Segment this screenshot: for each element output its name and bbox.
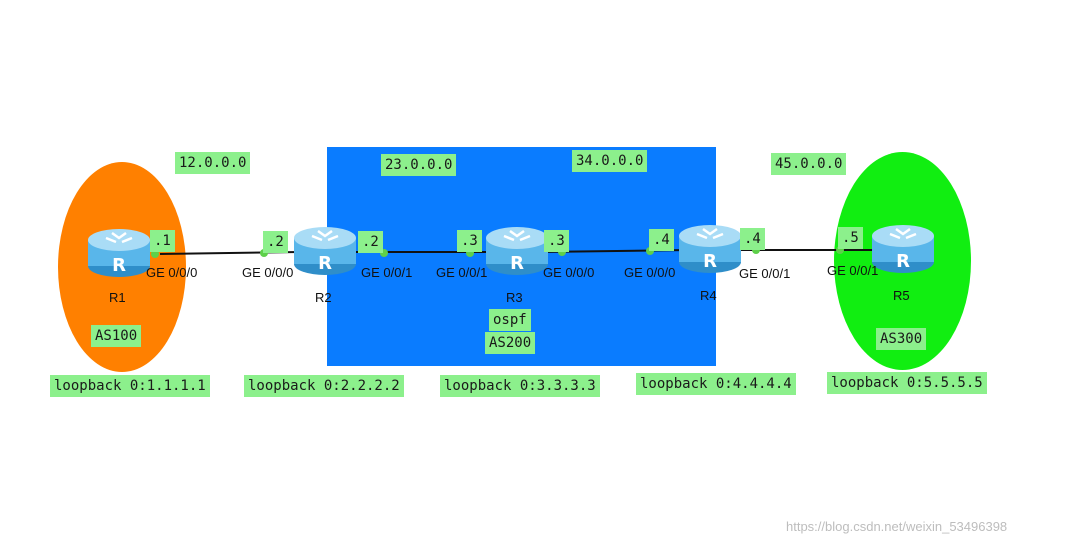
loopback-label-r1: loopback 0:1.1.1.1 [50, 375, 210, 397]
port-ip-r5-p1: .5 [838, 227, 863, 249]
port-dot [646, 247, 654, 255]
loopback-label-r2: loopback 0:2.2.2.2 [244, 375, 404, 397]
as100-label: AS100 [91, 325, 142, 347]
port-dot [836, 246, 844, 254]
port-ip-r3-p1: .3 [457, 230, 482, 252]
svg-text:R: R [703, 251, 717, 272]
loopback-label-r4: loopback 0:4.4.4.4 [636, 373, 796, 395]
port-iface-r3-p1: GE 0/0/1 [436, 265, 488, 280]
port-iface-r2-p2: GE 0/0/1 [361, 265, 413, 280]
port-ip-r1-p1: .1 [150, 230, 175, 252]
router-icon[interactable]: R [86, 224, 152, 280]
port-iface-r4-p2: GE 0/0/1 [739, 266, 791, 281]
port-iface-r3-p2: GE 0/0/0 [543, 265, 595, 280]
network-label-23: 23.0.0.0 [381, 154, 457, 176]
port-dot [752, 246, 760, 254]
port-dot [558, 248, 566, 256]
watermark: https://blog.csdn.net/weixin_53496398 [786, 519, 1008, 534]
port-dot [260, 249, 268, 257]
svg-text:R: R [896, 251, 910, 272]
as200-label: AS200 [485, 332, 536, 354]
loopback-label-r3: loopback 0:3.3.3.3 [440, 375, 600, 397]
router-name-r1: R1 [109, 290, 126, 305]
svg-text:R: R [318, 253, 332, 274]
router-name-r5: R5 [893, 288, 910, 303]
svg-text:R: R [510, 253, 524, 274]
port-dot [380, 249, 388, 257]
as300-label: AS300 [876, 328, 927, 350]
router-icon[interactable]: R [484, 222, 550, 278]
network-label-34: 34.0.0.0 [572, 150, 648, 172]
port-iface-r5-p1: GE 0/0/1 [827, 263, 879, 278]
router-name-r2: R2 [315, 290, 332, 305]
port-ip-r2-p1: .2 [263, 231, 288, 253]
port-ip-r4-p1: .4 [649, 229, 674, 251]
port-iface-r4-p1: GE 0/0/0 [624, 265, 676, 280]
loopback-label-r5: loopback 0:5.5.5.5 [827, 372, 987, 394]
port-dot [151, 250, 159, 258]
port-dot [466, 249, 474, 257]
port-ip-r3-p2: .3 [544, 230, 569, 252]
ospf-label: ospf [489, 309, 531, 331]
port-ip-r2-p2: .2 [358, 231, 383, 253]
router-icon[interactable]: R [292, 222, 358, 278]
port-ip-r4-p2: .4 [740, 228, 765, 250]
network-label-45: 45.0.0.0 [771, 153, 847, 175]
router-icon[interactable]: R [870, 220, 936, 276]
router-name-r4: R4 [700, 288, 717, 303]
port-iface-r2-p1: GE 0/0/0 [242, 265, 294, 280]
router-icon[interactable]: R [677, 220, 743, 276]
router-name-r3: R3 [506, 290, 523, 305]
network-label-12: 12.0.0.0 [175, 152, 251, 174]
port-iface-r1-p1: GE 0/0/0 [146, 265, 198, 280]
svg-text:R: R [112, 255, 126, 276]
